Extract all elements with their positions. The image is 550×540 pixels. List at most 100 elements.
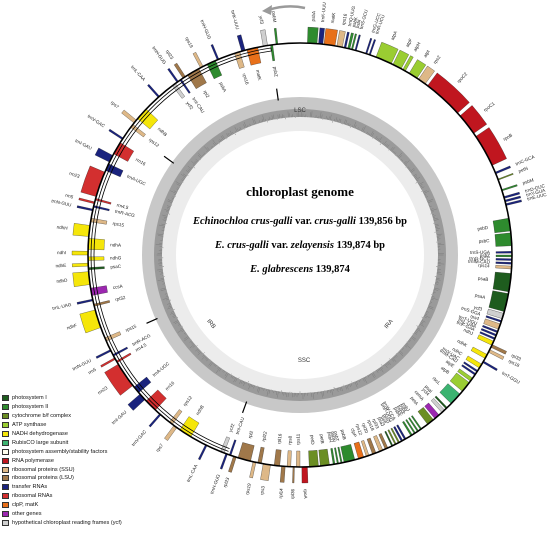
gc-tick (259, 120, 261, 123)
gene-label-trnH-GUG: trnH-GUG (209, 473, 221, 495)
gene-block-rpl23 (228, 456, 237, 473)
gene-label-trnfM-CAU: trnfM-CAU (468, 259, 490, 265)
gc-tick (407, 340, 410, 343)
gene-label-ccsA: ccsA (112, 283, 124, 290)
gc-tick (435, 229, 439, 231)
gc-tick (158, 235, 164, 237)
gc-tick (247, 380, 249, 383)
gc-tick (429, 301, 433, 303)
gene-label-rps4: rps4 (470, 314, 481, 322)
gc-tick (205, 357, 208, 360)
gc-tick (425, 196, 428, 198)
gc-tick (435, 279, 441, 281)
legend-item: photosystem II (2, 403, 192, 412)
gene-label-matK: matK (255, 69, 262, 81)
gene-label-ndhE: ndhE (55, 263, 66, 268)
gc-tick (239, 126, 242, 131)
gene-block-rrn5 (100, 357, 116, 368)
gc-tick (436, 233, 443, 236)
gc-tick (218, 143, 220, 145)
gc-tick (414, 331, 418, 334)
gene-label-psbL: psbL (398, 403, 408, 414)
gc-tick (170, 310, 175, 313)
gene-label-trnG-UCC: trnG-UCC (370, 12, 381, 34)
gc-tick (416, 179, 419, 182)
gc-tick (431, 211, 434, 213)
gc-tick (173, 193, 176, 196)
gc-tick (404, 344, 408, 348)
gc-tick (378, 368, 381, 371)
gc-tick (219, 139, 222, 142)
gc-tick (368, 133, 371, 136)
legend-swatch (2, 519, 9, 526)
gc-tick (417, 182, 420, 184)
gene-label-rps15: rps15 (125, 323, 138, 332)
gene-block-rps19 (249, 461, 257, 479)
gene-label-rrn23: rrn23 (69, 171, 81, 179)
gc-tick (391, 358, 395, 362)
gc-tick (287, 111, 289, 118)
gene-block-ndhF (79, 309, 101, 334)
gene-block-trnN-GUU (95, 349, 112, 359)
gc-tick (192, 344, 196, 348)
gc-tick (435, 228, 440, 230)
gc-tick (167, 205, 171, 208)
gc-tick (171, 197, 175, 200)
gc-tick (262, 115, 265, 122)
gc-tick (399, 350, 404, 355)
gc-tick (242, 380, 245, 384)
direction-arrow-icon (267, 5, 306, 12)
gc-tick (209, 362, 214, 367)
gc-tick (164, 218, 167, 220)
gene-label-rpl32: rpl32 (115, 295, 127, 302)
gc-tick (238, 128, 241, 131)
gc-tick (351, 125, 354, 128)
gene-label-petG: petG (382, 413, 391, 425)
gene-block-petB (318, 448, 330, 467)
gc-tick (386, 144, 390, 148)
gene-label-trnI-CAU: trnI-CAU (235, 417, 246, 436)
gc-tick (419, 323, 425, 327)
gene-block-rps7 (121, 109, 137, 124)
gene-label-psaI: psaI (424, 384, 434, 394)
gc-tick (173, 190, 178, 193)
gc-tick (334, 118, 336, 122)
gc-tick (370, 130, 374, 137)
gc-tick (176, 183, 181, 187)
gc-tick (434, 225, 440, 227)
gene-label-psbZ: psbZ (480, 253, 490, 258)
gene-label-atpA: atpA (390, 29, 399, 41)
gc-tick (328, 116, 330, 121)
legend-label: photosystem I (12, 395, 47, 402)
gc-tick (204, 146, 209, 152)
gene-label-rrn5: rrn5 (87, 367, 97, 376)
gc-tick (253, 385, 255, 389)
gc-tick (173, 316, 177, 319)
gene-label-rrn5: rrn5 (65, 193, 75, 200)
gc-tick (409, 168, 415, 172)
gc-tick (218, 140, 221, 143)
gc-tick (185, 333, 187, 335)
gene-block-rpl14 (279, 466, 286, 483)
gc-tick (234, 133, 236, 136)
legend-label: transfer RNAs (12, 484, 48, 491)
gc-tick (362, 126, 366, 133)
gc-tick (195, 160, 198, 163)
gc-tick (367, 133, 369, 135)
gene-label-rps8: rps8 (287, 435, 292, 445)
gc-tick (357, 127, 359, 130)
gene-label-ndhB: ndhB (195, 404, 205, 416)
gc-tick (421, 319, 426, 323)
gene-block-ndhD (72, 271, 91, 287)
gc-tick (436, 273, 442, 275)
gene-block-trnL-CAA (147, 84, 160, 98)
gc-tick (170, 312, 175, 315)
gene-label-rps14: rps14 (478, 263, 490, 269)
gc-tick (422, 190, 427, 193)
gc-tick (201, 352, 203, 354)
gc-tick (191, 161, 196, 166)
gc-tick (160, 289, 167, 291)
genome-line-2: E. crus-galli var. zelayensis 139,874 bp (214, 240, 385, 251)
gene-label-ndhG: ndhG (110, 255, 122, 260)
gene-label-psaC: psaC (110, 264, 122, 270)
